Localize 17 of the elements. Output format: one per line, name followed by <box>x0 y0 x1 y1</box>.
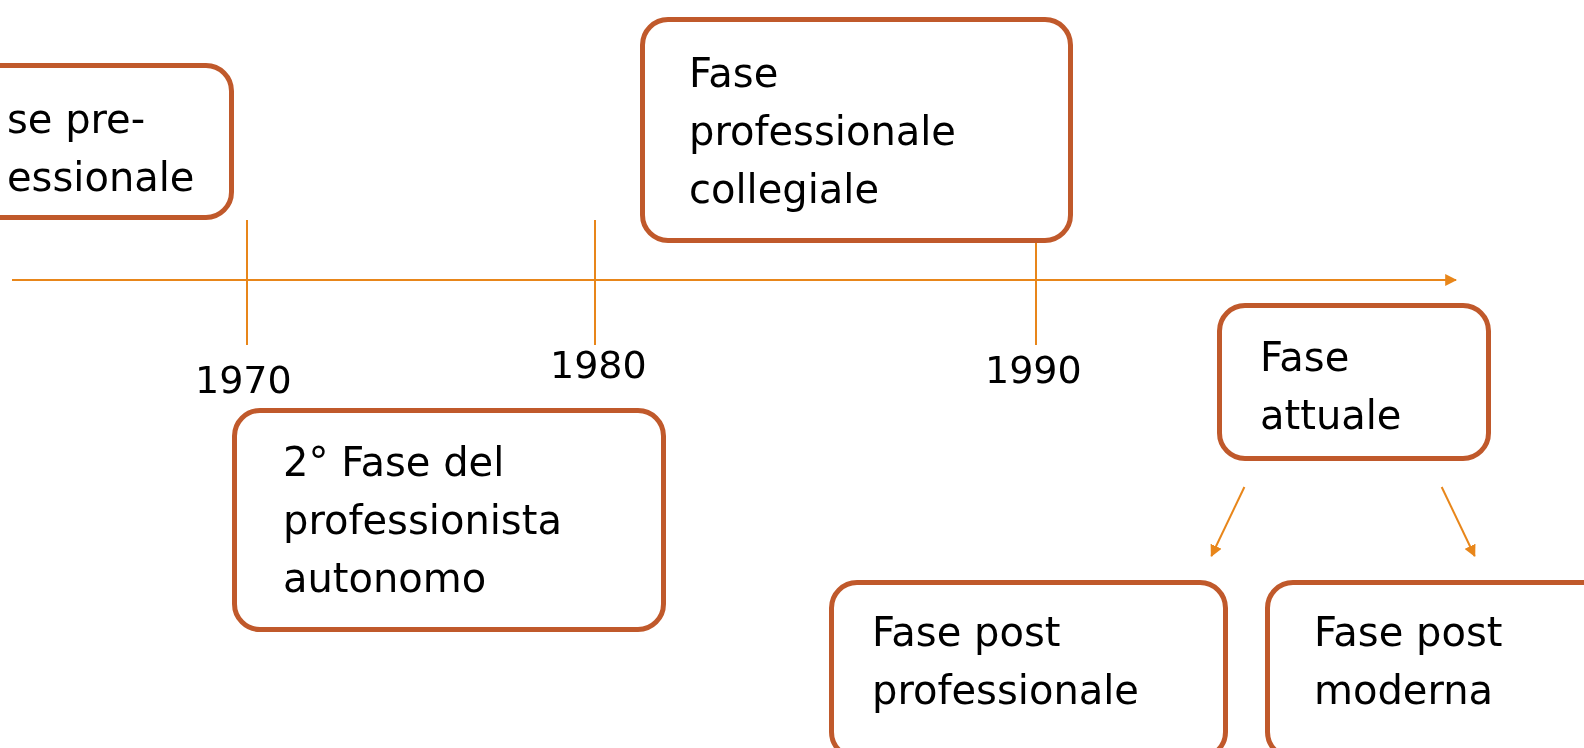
year-label: 1990 <box>985 348 1082 392</box>
arrow <box>1210 486 1246 558</box>
phase-box <box>640 17 1073 243</box>
year-label: 1980 <box>550 343 647 387</box>
phase-label: Fase professionale collegiale <box>689 49 957 214</box>
phase-box <box>0 63 234 220</box>
phase-label: Fase post professionale <box>872 608 1140 715</box>
arrow <box>1440 486 1476 558</box>
phase-box <box>1217 303 1491 461</box>
phase-label: 2° Fase del professionista autonomo <box>283 438 563 603</box>
phase-box <box>829 580 1228 748</box>
phase-box <box>1265 580 1584 748</box>
phase-label: Fase post moderna <box>1314 608 1504 715</box>
phase-label: Fase attuale <box>1260 333 1403 440</box>
phase-label: se pre- essionale <box>7 95 196 202</box>
phase-box <box>232 408 666 632</box>
year-label: 1970 <box>195 358 292 402</box>
